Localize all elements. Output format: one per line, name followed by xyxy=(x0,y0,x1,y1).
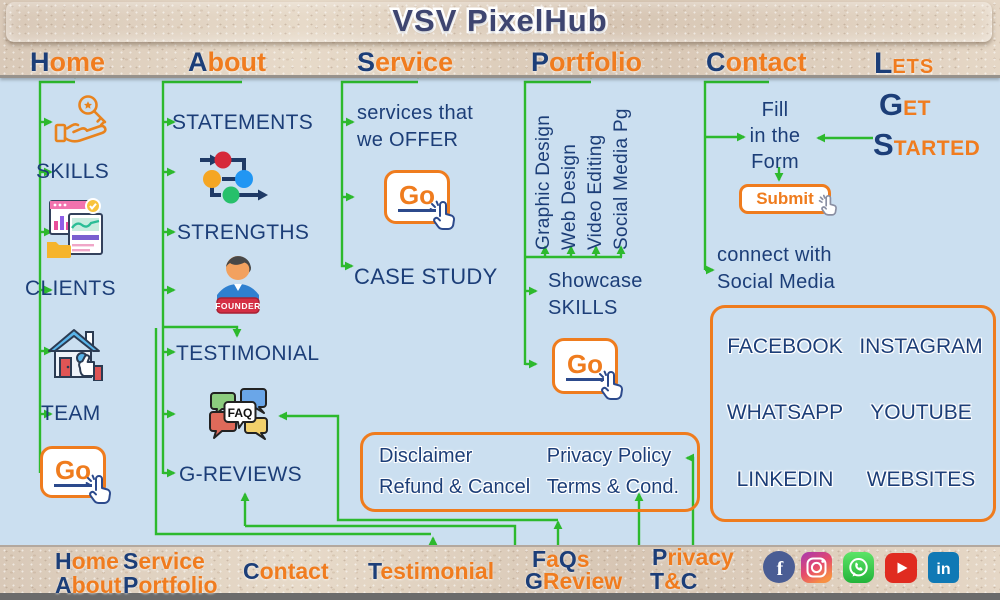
policy-disclaimer[interactable]: Disclaimer xyxy=(379,445,473,467)
footer-link-greview[interactable]: GReview xyxy=(525,568,623,594)
home-item-clients: CLIENTS xyxy=(25,277,116,300)
social-box-websites[interactable]: WEBSITES xyxy=(866,467,976,491)
nav-home[interactable]: Home xyxy=(30,47,106,77)
faq-bubble-text-svg: FAQ xyxy=(228,406,253,420)
portfolio-showcase-text: Showcase SKILLS xyxy=(548,268,643,322)
nav-service[interactable]: Service xyxy=(357,47,454,77)
policy-box: Disclaimer Refund & Cancel Privacy Polic… xyxy=(360,432,700,512)
about-item-greviews: G-REVIEWS xyxy=(179,463,302,486)
contact-fill-form-text: Fill in the Form xyxy=(735,97,815,175)
portfolio-showcase-line1: Showcase xyxy=(548,270,643,292)
about-item-testimonial: TESTIMONIAL xyxy=(176,342,320,365)
service-offer-line2: we OFFER xyxy=(357,129,459,151)
policy-box-left-column: Disclaimer Refund & Cancel xyxy=(379,445,530,499)
get-started-get: GET xyxy=(879,87,931,122)
faq-bubbles-icon: FAQ xyxy=(206,385,274,448)
portfolio-item-graphic-design: Graphic Design xyxy=(533,114,554,250)
fill-line2: in the xyxy=(749,125,801,147)
connect-line1: connect with xyxy=(717,244,832,266)
policy-terms-cond[interactable]: Terms & Cond. xyxy=(546,476,679,498)
svg-text:f: f xyxy=(777,558,784,580)
about-item-statements: STATEMENTS xyxy=(172,111,314,134)
instagram-icon[interactable] xyxy=(801,552,832,588)
page-title: VSV PixelHub xyxy=(390,1,609,41)
click-hand-cursor-icon xyxy=(83,472,117,511)
go-label: Go xyxy=(397,180,437,212)
footer-link-testimonial[interactable]: Testimonial xyxy=(368,558,495,584)
social-box-linkedin[interactable]: LINKEDIN xyxy=(736,467,834,491)
service-offer-text: services that we OFFER xyxy=(357,100,473,154)
get-started-started: STARTED xyxy=(873,127,981,162)
founder-avatar-icon: FOUNDER xyxy=(209,250,267,321)
service-go-button[interactable]: Go xyxy=(384,170,455,230)
click-hand-cursor-icon xyxy=(817,193,841,222)
portfolio-go-button[interactable]: Go xyxy=(552,338,623,400)
fill-line3: Form xyxy=(751,151,799,173)
portfolio-item-social-media-pg: Social Media Pg xyxy=(611,108,632,250)
footer-link-service[interactable]: Service xyxy=(123,548,205,574)
home-item-team: TEAM xyxy=(41,402,101,425)
linkedin-icon[interactable]: in xyxy=(928,552,959,588)
service-item-case-study: CASE STUDY xyxy=(354,264,498,289)
nav-contact[interactable]: Contact xyxy=(706,47,807,77)
social-box-facebook[interactable]: FACEBOOK xyxy=(727,335,843,359)
portfolio-item-web-design: Web Design xyxy=(559,143,580,250)
policy-privacy-policy[interactable]: Privacy Policy xyxy=(546,445,672,467)
hand-key-icon xyxy=(52,92,110,155)
social-box-instagram[interactable]: INSTAGRAM xyxy=(859,335,983,359)
contact-connect-text: connect with Social Media xyxy=(717,242,835,296)
click-hand-cursor-icon xyxy=(427,198,461,237)
svg-text:in: in xyxy=(936,561,950,578)
facebook-icon[interactable]: f xyxy=(763,551,795,588)
portfolio-item-video-editing: Video Editing xyxy=(585,134,606,250)
footer-link-tc[interactable]: T&C xyxy=(650,568,698,594)
footer-link-faqs[interactable]: FaQs xyxy=(532,546,590,572)
dashboard-icon xyxy=(45,196,105,265)
header-bar xyxy=(0,0,1000,78)
footer-link-about[interactable]: About xyxy=(55,572,122,598)
footer-link-contact[interactable]: Contact xyxy=(243,558,329,584)
social-box-whatsapp[interactable]: WHATSAPP xyxy=(726,401,844,425)
portfolio-showcase-line2: SKILLS xyxy=(548,297,618,319)
connect-line2: Social Media xyxy=(717,271,836,293)
whatsapp-icon[interactable] xyxy=(843,552,874,588)
click-hand-cursor-icon xyxy=(595,368,629,407)
submit-button[interactable]: Submit xyxy=(739,184,837,216)
footer-bar xyxy=(0,545,1000,600)
process-flow-icon xyxy=(198,148,270,211)
go-label: Go xyxy=(565,349,605,381)
footer-link-home[interactable]: Home xyxy=(55,548,119,574)
nav-about[interactable]: About xyxy=(188,47,266,77)
house-thumbsup-icon xyxy=(47,327,105,386)
title-plate xyxy=(6,2,992,42)
youtube-icon[interactable] xyxy=(885,553,917,588)
policy-refund-cancel[interactable]: Refund & Cancel xyxy=(379,476,531,498)
founder-badge-text-svg: FOUNDER xyxy=(215,301,261,311)
go-label: Go xyxy=(53,455,93,487)
home-item-skills: SKILLS xyxy=(36,160,110,183)
nav-lets[interactable]: LETS xyxy=(874,47,935,80)
social-media-box: FACEBOOK INSTAGRAM WHATSAPP YOUTUBE LINK… xyxy=(710,305,996,522)
about-item-strengths: STRENGTHS xyxy=(177,221,310,244)
footer-link-privacy[interactable]: Privacy xyxy=(652,544,734,570)
service-offer-line1: services that xyxy=(357,102,474,124)
policy-box-right-column: Privacy Policy Terms & Cond. xyxy=(547,445,679,499)
nav-portfolio[interactable]: Portfolio xyxy=(531,47,642,77)
social-box-youtube[interactable]: YOUTUBE xyxy=(870,401,972,425)
submit-label: Submit xyxy=(756,189,814,208)
footer-link-portfolio[interactable]: Portfolio xyxy=(123,572,218,598)
home-go-button[interactable]: Go xyxy=(40,446,111,504)
fill-line1: Fill xyxy=(761,99,789,121)
